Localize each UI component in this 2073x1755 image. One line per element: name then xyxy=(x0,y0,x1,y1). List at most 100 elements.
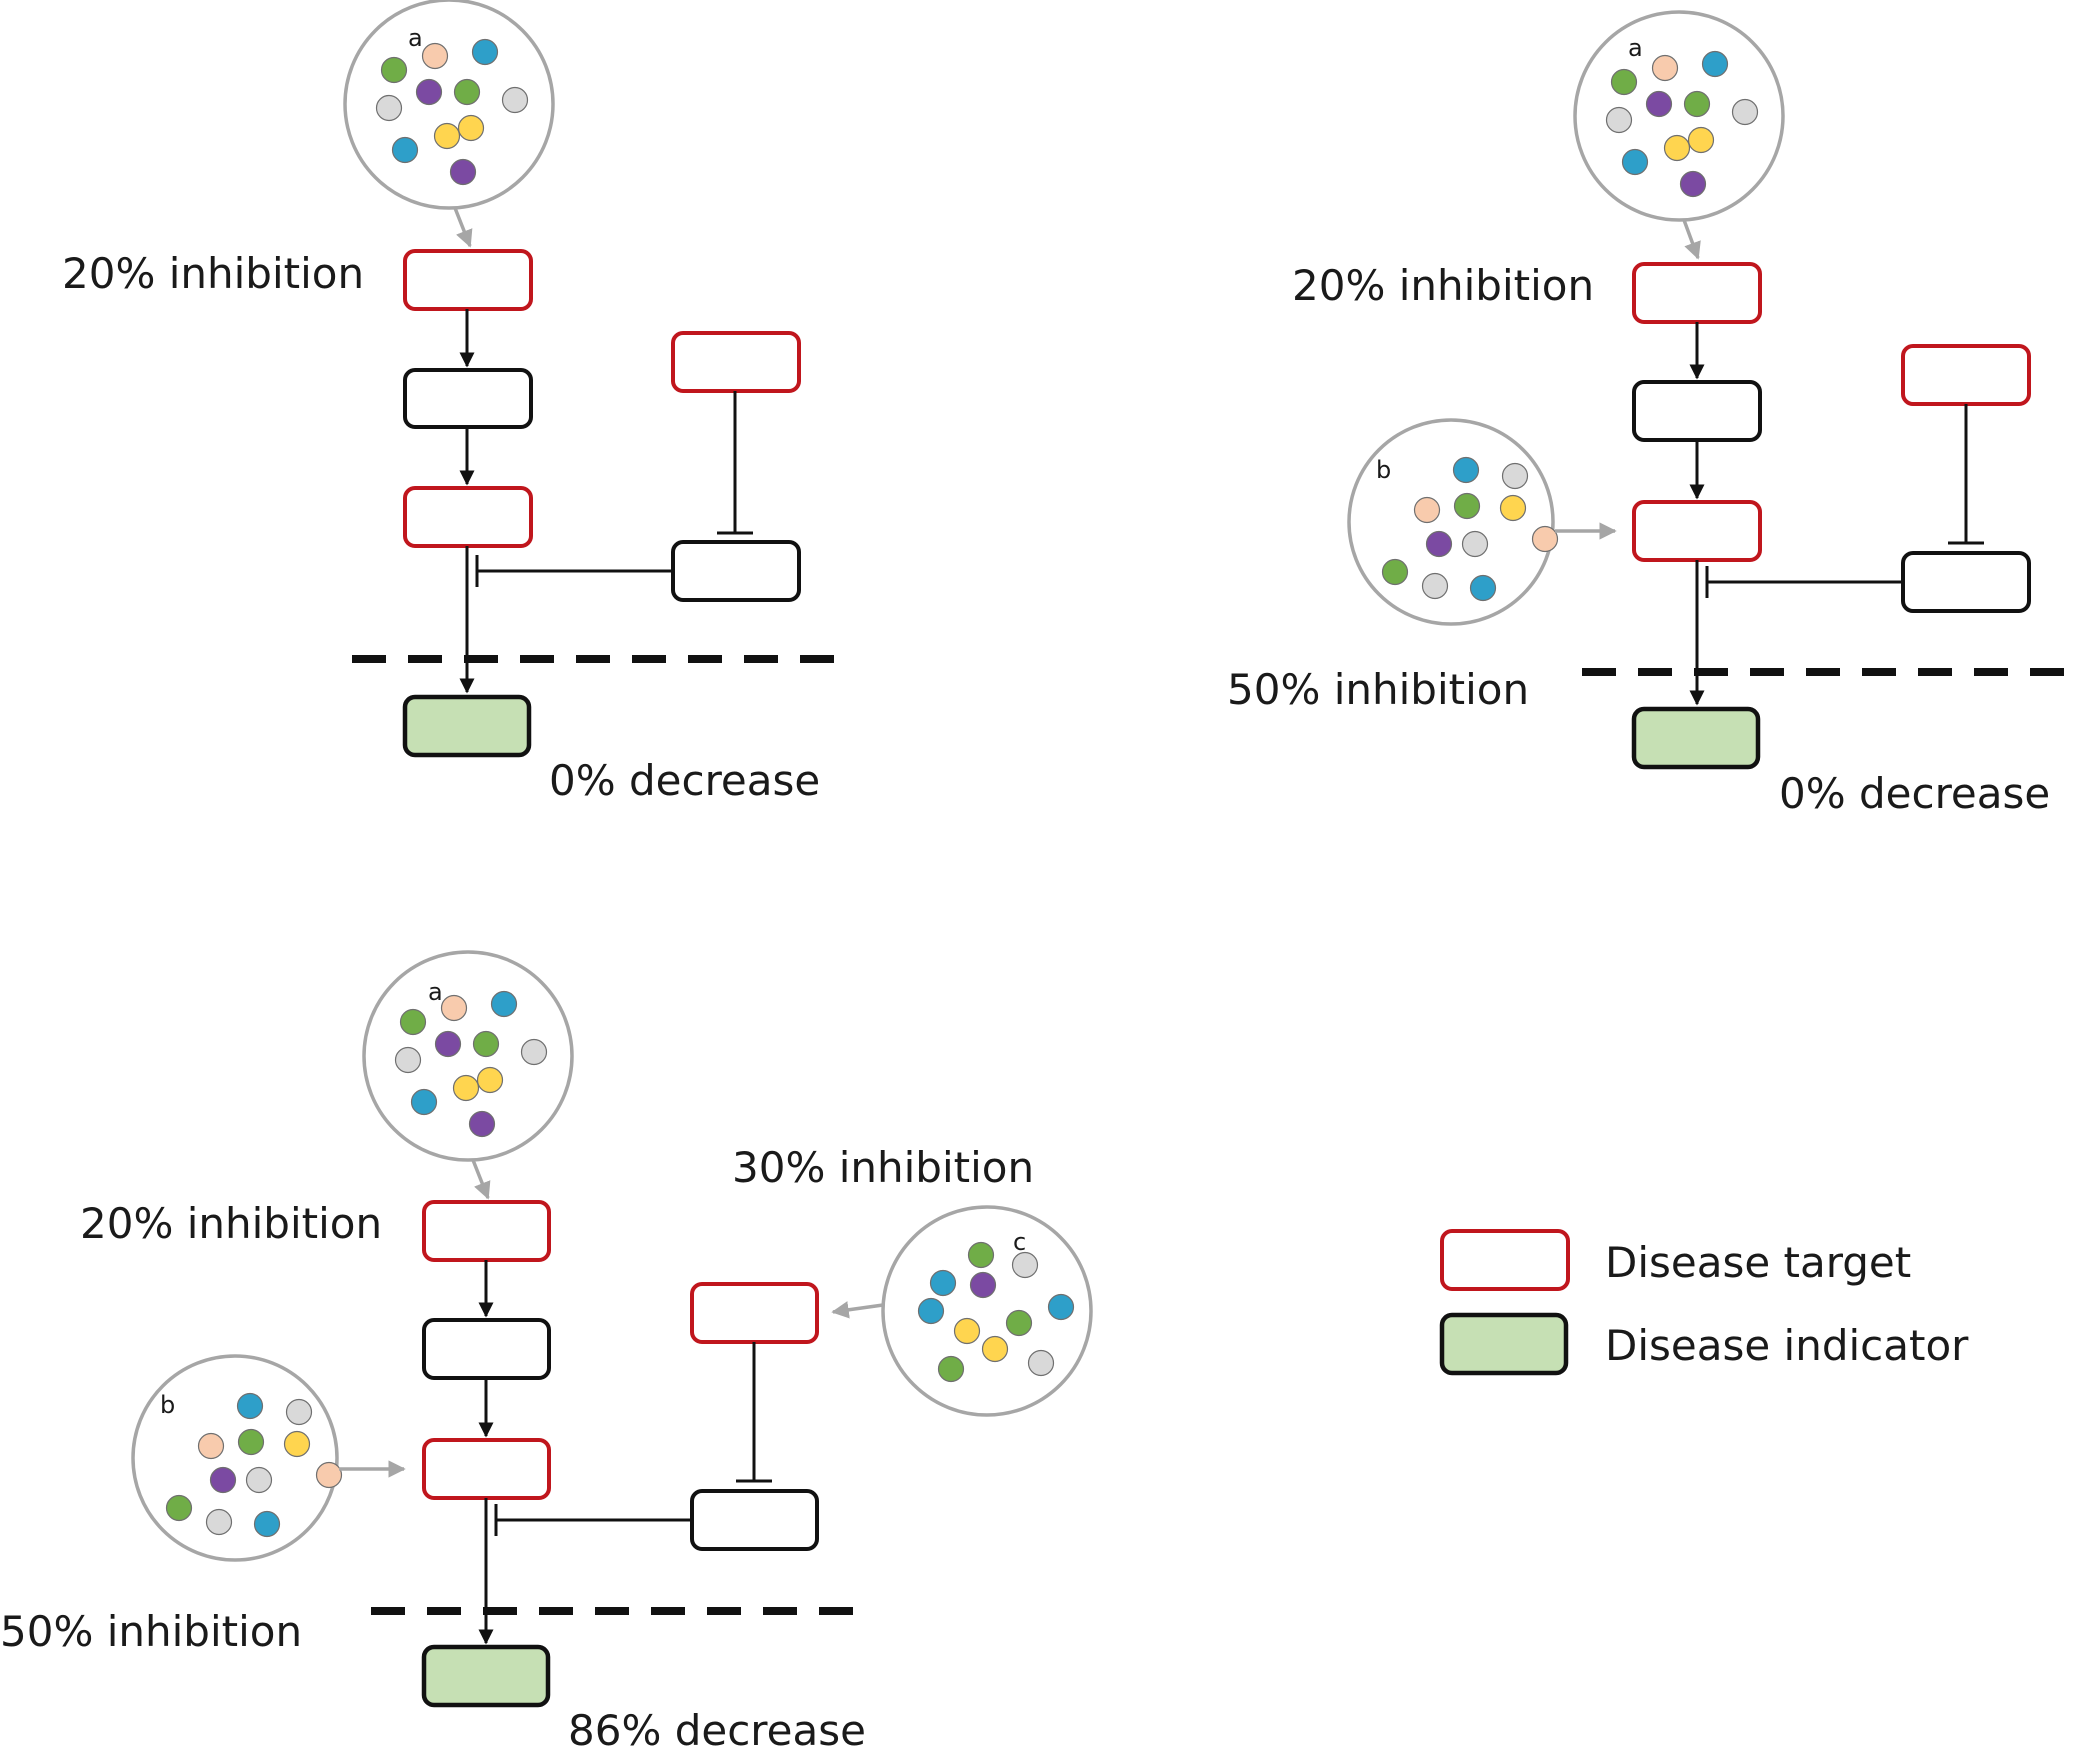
molecule-dot xyxy=(285,1398,313,1426)
molecule-dot xyxy=(1047,1293,1075,1321)
cluster-c-arrow xyxy=(831,1301,884,1319)
molecule-dot xyxy=(1453,492,1481,520)
legend-target-label: Disease target xyxy=(1605,1238,1911,1287)
disease-indicator xyxy=(1631,706,1761,770)
molecule-dot xyxy=(1027,1349,1055,1377)
outcome-label: 0% decrease xyxy=(549,756,820,805)
molecule-dot xyxy=(967,1241,995,1269)
cluster-label-a: a xyxy=(428,978,443,1006)
molecule-dot xyxy=(1425,530,1453,558)
molecule-dot xyxy=(1679,170,1707,198)
molecule-dot xyxy=(391,136,419,164)
disease-target-1 xyxy=(422,1200,551,1262)
outcome-label: 0% decrease xyxy=(1779,769,2050,818)
molecule-dot xyxy=(1452,456,1480,484)
compound-cluster-b xyxy=(131,1354,339,1562)
disease-target-3 xyxy=(671,331,801,393)
molecule-dot xyxy=(205,1508,233,1536)
pathway-node-1 xyxy=(422,1318,551,1380)
legend-target-swatch xyxy=(1440,1229,1570,1291)
molecule-dot xyxy=(410,1088,438,1116)
legend: Disease target Disease indicator xyxy=(1439,1229,1969,1376)
molecule-dot xyxy=(415,78,443,106)
molecule-dot xyxy=(237,1428,265,1456)
disease-target-1 xyxy=(1632,262,1762,324)
molecule-dot xyxy=(457,114,485,142)
molecule-dot xyxy=(209,1466,237,1494)
pathway-node-2 xyxy=(671,540,801,602)
inhibition-a-label: 20% inhibition xyxy=(62,249,364,298)
disease-target-2 xyxy=(403,486,533,548)
inhibition-a-label: 20% inhibition xyxy=(1292,261,1594,310)
inhibition-b-label: 50% inhibition xyxy=(0,1607,302,1656)
molecule-dot xyxy=(449,158,477,186)
molecule-dot xyxy=(165,1494,193,1522)
molecule-dot xyxy=(315,1461,343,1489)
molecule-dot xyxy=(1531,525,1559,553)
panel-top-left: a 20% inhibition 0% decrease xyxy=(62,0,842,805)
molecule-dot xyxy=(1687,126,1715,154)
molecule-dot xyxy=(380,56,408,84)
cluster-c-molecules xyxy=(917,1241,1075,1383)
molecule-dot xyxy=(433,122,461,150)
molecule-dot xyxy=(1605,106,1633,134)
molecule-dot xyxy=(490,990,518,1018)
molecule-dot xyxy=(394,1046,422,1074)
disease-target-3 xyxy=(690,1282,819,1344)
molecule-dot xyxy=(1621,148,1649,176)
molecule-dot xyxy=(937,1355,965,1383)
molecule-dot xyxy=(1683,90,1711,118)
molecule-dot xyxy=(375,94,403,122)
molecule-dot xyxy=(520,1038,548,1066)
disease-indicator xyxy=(421,1644,551,1708)
legend-indicator-swatch xyxy=(1439,1312,1569,1376)
compound-cluster-b xyxy=(1347,418,1555,626)
molecule-dot xyxy=(253,1510,281,1538)
molecule-dot xyxy=(1461,530,1489,558)
panel-bottom: a 20% inhibition b 50% inhibition 30% in… xyxy=(0,950,1093,1755)
molecule-dot xyxy=(1499,494,1527,522)
molecule-dot xyxy=(434,1030,462,1058)
molecule-dot xyxy=(197,1432,225,1460)
disease-target-2 xyxy=(422,1438,551,1500)
molecule-dot xyxy=(1645,90,1673,118)
cluster-label-a: a xyxy=(408,24,423,52)
molecule-dot xyxy=(245,1466,273,1494)
molecule-dot xyxy=(421,42,449,70)
molecule-dot xyxy=(399,1008,427,1036)
molecule-dot xyxy=(452,1074,480,1102)
molecule-dot xyxy=(1701,50,1729,78)
cluster-a-molecules xyxy=(375,38,529,186)
cluster-a-molecules xyxy=(394,990,548,1138)
pathway-node-1 xyxy=(403,368,533,429)
molecule-dot xyxy=(953,1317,981,1345)
molecule-dot xyxy=(440,994,468,1022)
molecule-dot xyxy=(1011,1251,1039,1279)
molecule-dot xyxy=(1610,68,1638,96)
molecule-dot xyxy=(471,38,499,66)
molecule-dot xyxy=(981,1335,1009,1363)
cluster-b-molecules xyxy=(165,1392,343,1538)
cluster-b-molecules xyxy=(1381,456,1559,602)
molecule-dot xyxy=(1413,496,1441,524)
molecule-dot xyxy=(472,1030,500,1058)
legend-indicator-label: Disease indicator xyxy=(1605,1321,1969,1370)
inhibition-a-label: 20% inhibition xyxy=(80,1199,382,1248)
pathway-node-2 xyxy=(690,1489,819,1551)
molecule-dot xyxy=(1651,54,1679,82)
cluster-a-arrow xyxy=(471,1159,491,1200)
disease-target-2 xyxy=(1632,500,1762,562)
molecule-dot xyxy=(1005,1309,1033,1337)
pathway-node-1 xyxy=(1632,380,1762,442)
molecule-dot xyxy=(453,78,481,106)
pathway-node-2 xyxy=(1901,551,2031,613)
molecule-dot xyxy=(468,1110,496,1138)
inhibition-b-label: 50% inhibition xyxy=(1227,665,1529,714)
panel-top-right: a 20% inhibition b 50% inhibition 0% dec… xyxy=(1227,10,2073,818)
molecule-dot xyxy=(1381,558,1409,586)
molecule-dot xyxy=(1469,574,1497,602)
cluster-label-b: b xyxy=(160,1391,175,1419)
disease-indicator xyxy=(402,694,532,758)
molecule-dot xyxy=(476,1066,504,1094)
disease-target-1 xyxy=(403,249,533,311)
